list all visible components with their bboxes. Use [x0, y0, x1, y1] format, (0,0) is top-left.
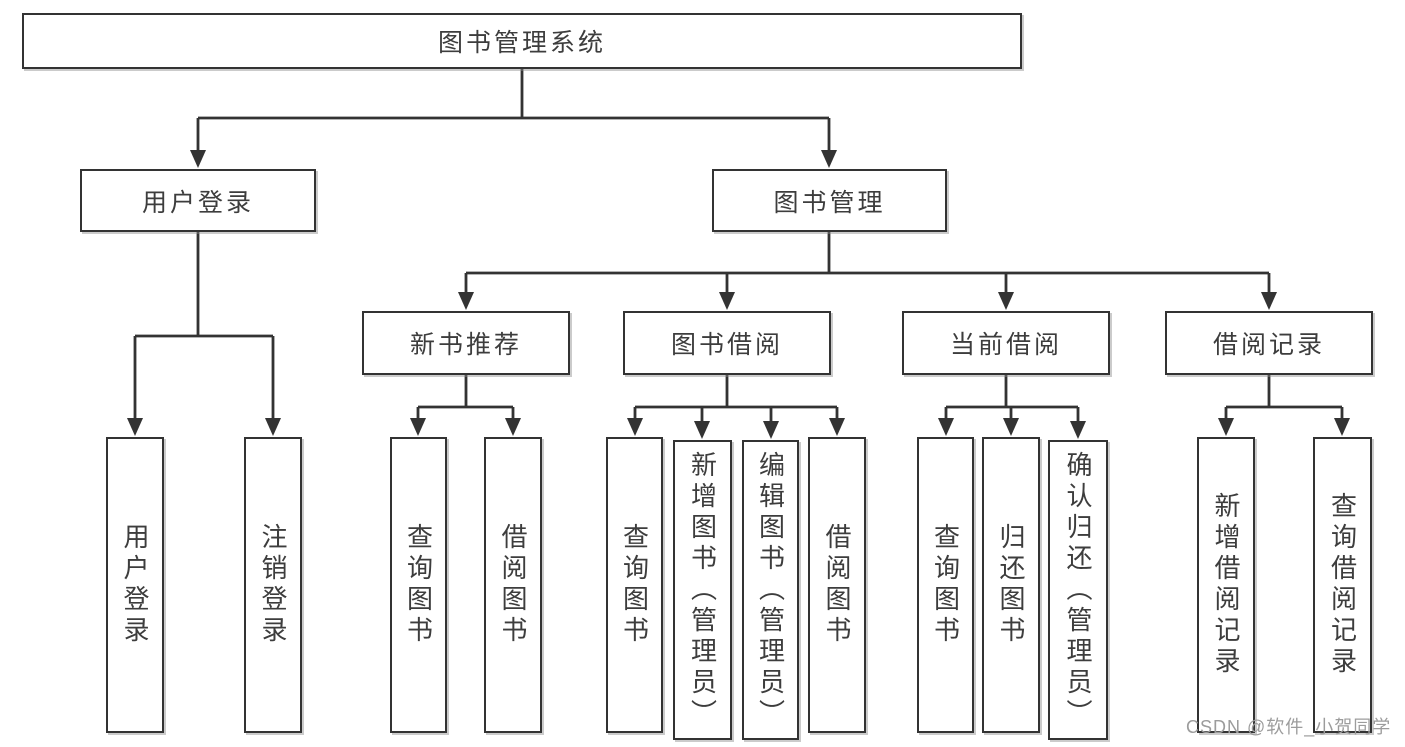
csdn-watermark: CSDN @软件_小贺同学 — [1186, 717, 1392, 737]
leaf-confirm-return-admin-label: 确认归还（管理员） — [1063, 450, 1093, 730]
leaf-query-books-2-label: 查询图书 — [619, 523, 650, 647]
leaf-edit-books-admin: 编辑图书（管理员） — [742, 440, 799, 740]
leaf-add-borrow-record: 新增借阅记录 — [1197, 437, 1255, 733]
leaf-borrow-books-2-label: 借阅图书 — [822, 523, 852, 647]
node-book-management: 图书管理 — [712, 169, 947, 232]
node-new-book-recommend-label: 新书推荐 — [409, 331, 522, 359]
leaf-borrow-books-1: 借阅图书 — [484, 437, 542, 733]
leaf-query-borrow-record: 查询借阅记录 — [1313, 437, 1372, 733]
node-current-borrow-label: 当前借阅 — [949, 331, 1062, 359]
node-root-label: 图书管理系统 — [437, 29, 606, 57]
node-book-management-label: 图书管理 — [773, 188, 886, 217]
leaf-borrow-books-1-label: 借阅图书 — [498, 523, 528, 647]
leaf-query-books-2: 查询图书 — [606, 437, 663, 733]
leaf-query-books-1: 查询图书 — [390, 437, 447, 733]
node-book-borrow: 图书借阅 — [623, 311, 831, 375]
leaf-return-books: 归还图书 — [982, 437, 1040, 733]
node-borrow-record-label: 借阅记录 — [1212, 331, 1325, 359]
leaf-add-borrow-record-label: 新增借阅记录 — [1211, 492, 1241, 678]
node-borrow-record: 借阅记录 — [1165, 311, 1373, 375]
node-user-login: 用户登录 — [80, 169, 316, 232]
node-new-book-recommend: 新书推荐 — [362, 311, 570, 375]
leaf-query-books-3: 查询图书 — [917, 437, 974, 733]
leaf-confirm-return-admin: 确认归还（管理员） — [1048, 440, 1108, 740]
node-book-borrow-label: 图书借阅 — [670, 331, 783, 359]
node-root-system: 图书管理系统 — [22, 13, 1022, 69]
leaf-query-books-1-label: 查询图书 — [403, 523, 434, 647]
leaf-add-books-admin: 新增图书（管理员） — [673, 440, 732, 740]
leaf-query-borrow-record-label: 查询借阅记录 — [1327, 492, 1358, 678]
leaf-edit-books-admin-label: 编辑图书（管理员） — [755, 450, 786, 730]
arrowheads — [127, 150, 1350, 439]
leaf-add-books-admin-label: 新增图书（管理员） — [687, 450, 718, 730]
leaf-logout-label: 注销登录 — [258, 523, 288, 647]
leaf-borrow-books-2: 借阅图书 — [808, 437, 866, 733]
node-current-borrow: 当前借阅 — [902, 311, 1110, 375]
node-user-login-label: 用户登录 — [141, 188, 254, 217]
leaf-query-books-3-label: 查询图书 — [930, 523, 961, 647]
leaf-logout: 注销登录 — [244, 437, 302, 733]
leaf-user-login: 用户登录 — [106, 437, 164, 733]
leaf-user-login-label: 用户登录 — [120, 523, 150, 647]
leaf-return-books-label: 归还图书 — [996, 523, 1026, 647]
